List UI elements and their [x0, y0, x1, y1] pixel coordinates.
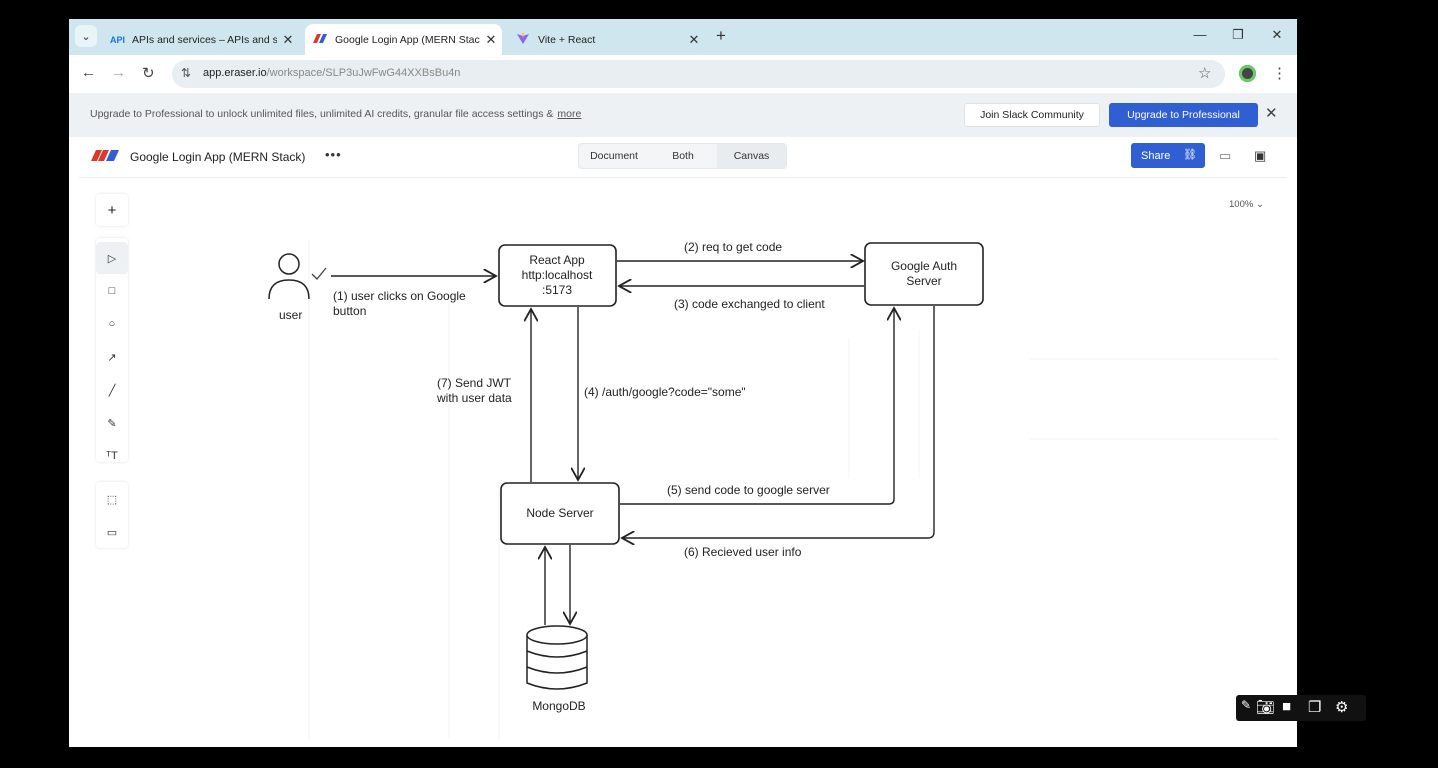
view-document-button[interactable]: Document: [590, 150, 638, 162]
google-auth-label-2: Server: [906, 274, 941, 288]
browser-toolbar: ← → ↻ ⇅ app.eraser.io/workspace/SLP3uJwF…: [69, 55, 1297, 93]
diagram-canvas[interactable]: user React App http:localhost :5173 Goog…: [159, 179, 1279, 739]
select-tool-icon[interactable]: ▷: [96, 242, 128, 274]
arrow-tool-icon[interactable]: ↗: [107, 351, 117, 364]
tab-title: APIs and services – APIs and se: [132, 33, 277, 46]
upgrade-button[interactable]: Upgrade to Professional: [1109, 103, 1258, 127]
ellipse-tool-icon[interactable]: ○: [108, 318, 116, 330]
user-label: user: [279, 308, 302, 322]
api-icon: API: [110, 34, 126, 45]
banner-close-icon[interactable]: ✕: [1265, 105, 1278, 122]
eraser-app: Google Login App (MERN Stack) ••• Docume…: [79, 137, 1287, 739]
file-title[interactable]: Google Login App (MERN Stack): [130, 150, 306, 164]
back-icon[interactable]: ←: [81, 64, 96, 81]
user-icon[interactable]: [268, 253, 310, 300]
edge-7-label-1: (7) Send JWT: [437, 376, 512, 390]
browser-window: ⌄ API APIs and services – APIs and se ✕ …: [69, 19, 1297, 747]
share-button[interactable]: Share ⛓: [1131, 143, 1205, 168]
view-mode-switch: Document Both Canvas: [578, 143, 787, 169]
more-options-icon[interactable]: •••: [325, 147, 342, 162]
rectangle-tool-icon[interactable]: □: [108, 285, 116, 297]
react-app-label-3: :5173: [542, 283, 572, 297]
close-tab-icon[interactable]: ✕: [688, 31, 700, 47]
close-tab-icon[interactable]: ✕: [282, 31, 294, 47]
new-tab-button[interactable]: +: [716, 26, 726, 45]
url-text[interactable]: app.eraser.io/workspace/SLP3uJwFwG44XXBs…: [203, 67, 461, 79]
tab-search-button[interactable]: ⌄: [75, 25, 97, 47]
tab-title: Vite + React: [538, 33, 596, 46]
node-server-node[interactable]: [500, 482, 620, 545]
camera-icon[interactable]: 📷︎: [1256, 699, 1276, 716]
window-close-icon[interactable]: ✕: [1271, 27, 1283, 42]
tool-palette-secondary: ⬚ ▭: [96, 482, 128, 548]
tool-palette: ▷ □ ○ ↗ ╱ ✎ ᵀT: [96, 238, 128, 462]
edge-6[interactable]: [622, 306, 935, 538]
banner-message: Upgrade to Professional to unlock unlimi…: [90, 108, 582, 120]
tab-apis[interactable]: API APIs and services – APIs and se ✕: [102, 24, 299, 55]
tab-title: Google Login App (MERN Stack: [335, 33, 480, 46]
view-canvas-button[interactable]: Canvas: [717, 144, 786, 168]
video-icon[interactable]: ■: [1282, 698, 1292, 715]
line-tool-icon[interactable]: ╱: [108, 384, 116, 397]
browser-menu-icon[interactable]: ⋮: [1272, 65, 1287, 82]
join-slack-button[interactable]: Join Slack Community: [964, 103, 1100, 127]
edge-4-label: (4) /auth/google?code="some": [584, 385, 746, 399]
edge-5[interactable]: [620, 308, 894, 505]
document-icon[interactable]: ▣: [1254, 148, 1267, 163]
profile-avatar[interactable]: [1239, 65, 1256, 82]
app-header: Google Login App (MERN Stack) ••• Docume…: [79, 137, 1287, 178]
window-icon[interactable]: ❐: [1308, 699, 1322, 716]
react-app-node[interactable]: [498, 244, 617, 307]
frame-tool-icon[interactable]: ⬚: [106, 493, 118, 506]
eraser-logo-icon: [313, 34, 327, 45]
google-auth-label-1: Google Auth: [891, 259, 957, 273]
pen-tool-icon[interactable]: ✎: [107, 417, 117, 430]
player-controls: ✎ 📷︎ ■ ❐ ⚙: [1236, 695, 1366, 721]
minimize-icon[interactable]: —: [1193, 27, 1207, 42]
eraser-logo-icon[interactable]: [91, 150, 119, 164]
close-tab-icon[interactable]: ✕: [485, 31, 497, 47]
edge-6-label: (6) Recieved user info: [684, 545, 802, 559]
restore-icon[interactable]: ❐: [1232, 27, 1244, 42]
zoom-level[interactable]: 100% ⌄: [1229, 199, 1264, 210]
google-auth-node[interactable]: [864, 242, 984, 306]
address-bar[interactable]: ⇅ app.eraser.io/workspace/SLP3uJwFwG44XX…: [172, 60, 1225, 88]
canvas-grid: [308, 239, 1279, 739]
bookmark-star-icon[interactable]: ☆: [1198, 65, 1212, 82]
edge-1-label-2: button: [333, 304, 366, 318]
edge-7-label-2: with user data: [436, 391, 512, 405]
view-both-button[interactable]: Both: [672, 150, 694, 162]
upgrade-banner: Upgrade to Professional to unlock unlimi…: [69, 93, 1297, 137]
text-tool-icon[interactable]: ᵀT: [106, 450, 118, 462]
node-server-label: Node Server: [526, 506, 593, 520]
mongodb-label: MongoDB: [532, 699, 585, 713]
settings-gear-icon[interactable]: ⚙: [1335, 699, 1349, 716]
site-settings-icon[interactable]: ⇅: [181, 66, 192, 80]
check-icon: [311, 267, 327, 280]
link-icon: ⛓: [1183, 149, 1197, 161]
edge-1-label-1: (1) user clicks on Google: [333, 289, 466, 303]
react-app-label-2: http:localhost: [522, 268, 593, 282]
comment-icon[interactable]: ▭: [1219, 148, 1232, 163]
edge-5-label: (5) send code to google server: [667, 483, 830, 497]
add-button[interactable]: +: [96, 194, 128, 226]
edge-2-label: (2) req to get code: [684, 240, 782, 254]
reload-icon[interactable]: ↻: [142, 65, 155, 82]
react-app-label-1: React App: [529, 253, 585, 267]
edge-3-label: (3) code exchanged to client: [674, 297, 825, 311]
edit-icon[interactable]: ✎: [1241, 698, 1252, 712]
tab-strip: ⌄ API APIs and services – APIs and se ✕ …: [69, 19, 1297, 55]
vite-logo-icon: [516, 32, 530, 47]
tab-google-login-app[interactable]: Google Login App (MERN Stack ✕: [305, 24, 502, 55]
mongodb-node[interactable]: [526, 625, 588, 690]
banner-more-link[interactable]: more: [557, 108, 582, 120]
forward-icon[interactable]: →: [111, 64, 126, 81]
tab-vite-react[interactable]: Vite + React ✕: [508, 24, 705, 55]
comment-tool-icon[interactable]: ▭: [106, 526, 118, 539]
